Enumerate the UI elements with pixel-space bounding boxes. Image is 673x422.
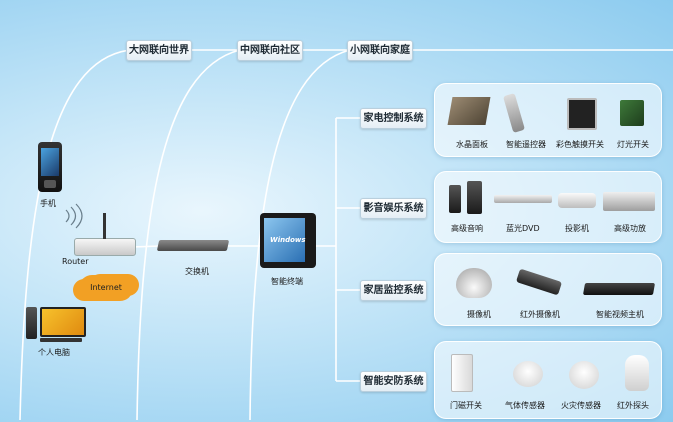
device-label-crystal-panel: 水晶面板 — [456, 140, 488, 149]
device-label-speaker: 高级音响 — [451, 224, 483, 233]
device-label-remote: 智能遥控器 — [506, 140, 546, 149]
infrared-probe-icon — [625, 355, 649, 391]
speaker-icon-right — [467, 181, 482, 214]
device-label-gas-sensor: 气体传感器 — [505, 401, 545, 410]
dome-camera-icon — [456, 268, 492, 298]
system-label-av-entertainment: 影音娱乐系统 — [360, 198, 427, 219]
light-switch-icon — [620, 100, 644, 126]
crystal-panel-icon — [447, 97, 491, 125]
smart-terminal-label: 智能终端 — [271, 277, 303, 286]
device-label-touch-switch: 彩色触摸开关 — [556, 140, 604, 149]
device-label-video-host: 智能视频主机 — [596, 310, 644, 319]
gas-sensor-icon — [513, 361, 543, 387]
switch-label: 交换机 — [185, 267, 209, 276]
touch-switch-icon — [567, 98, 597, 130]
smart-terminal-icon: Windows — [260, 213, 316, 268]
speaker-icon — [449, 185, 461, 213]
device-label-projector: 投影机 — [565, 224, 589, 233]
switch-icon — [156, 240, 230, 251]
projector-icon — [558, 193, 596, 208]
system-label-appliance-control: 家电控制系统 — [360, 108, 427, 129]
pc-icon — [26, 307, 86, 343]
device-label-camera: 摄像机 — [467, 310, 491, 319]
internet-label: Internet — [90, 283, 122, 292]
level-world-label: 大网联向世界 — [126, 40, 192, 61]
device-label-infrared-probe: 红外探头 — [617, 401, 649, 410]
bluray-dvd-icon — [494, 195, 552, 203]
device-label-door-sensor: 门磁开关 — [450, 401, 482, 410]
amplifier-icon — [603, 192, 655, 211]
internet-cloud-icon: Internet — [79, 275, 133, 301]
system-label-security: 智能安防系统 — [360, 371, 427, 392]
device-label-infrared-camera: 红外摄像机 — [520, 310, 560, 319]
door-sensor-icon — [451, 354, 473, 392]
router-label: Router — [62, 257, 89, 266]
level-home-label: 小网联向家庭 — [347, 40, 413, 61]
router-icon — [74, 213, 136, 256]
fire-sensor-icon — [569, 361, 599, 389]
device-label-dvd: 蓝光DVD — [506, 224, 540, 233]
device-label-amplifier: 高级功放 — [614, 224, 646, 233]
phone-icon — [38, 142, 62, 192]
level-community-label: 中网联向社区 — [237, 40, 303, 61]
pc-label: 个人电脑 — [38, 348, 70, 357]
phone-label: 手机 — [40, 199, 56, 208]
device-label-fire-sensor: 火灾传感器 — [561, 401, 601, 410]
video-host-icon — [582, 283, 656, 295]
system-label-home-monitoring: 家居监控系统 — [360, 280, 427, 301]
windows-brand: Windows — [270, 236, 306, 244]
device-label-light-switch: 灯光开关 — [617, 140, 649, 149]
